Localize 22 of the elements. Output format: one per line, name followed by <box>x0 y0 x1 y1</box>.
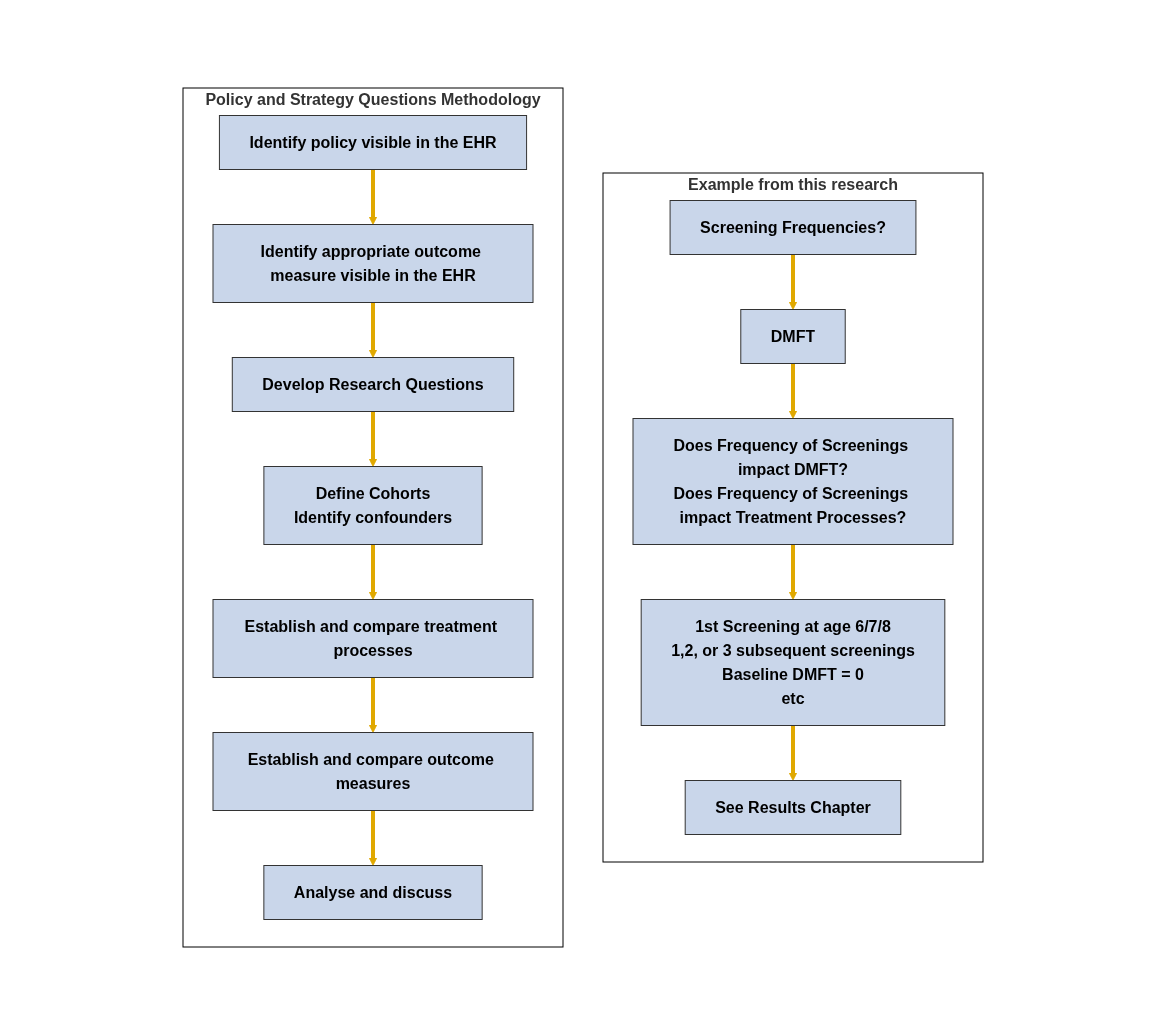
arrow <box>788 544 797 600</box>
node-box: Identify appropriate outcome measure visible in the EHR <box>212 223 533 303</box>
node-box: Screening Frequencies? <box>669 199 916 255</box>
node-box: Develop Research Questions <box>231 356 514 412</box>
arrow <box>368 544 377 600</box>
node-box: DMFT <box>739 308 846 364</box>
arrow <box>368 411 377 467</box>
node-box: See Results Chapter <box>684 779 901 835</box>
arrow <box>368 677 377 733</box>
node-box: Define Cohorts Identify confounders <box>262 465 483 545</box>
arrow <box>788 254 797 310</box>
arrow <box>788 725 797 781</box>
node-box: Establish and compare treatment processes <box>212 598 533 678</box>
node-box: Establish and compare outcome measures <box>212 731 533 811</box>
node-box: Identify policy visible in the EHR <box>218 114 527 170</box>
arrow <box>368 302 377 358</box>
arrow <box>788 363 797 419</box>
arrow <box>368 169 377 225</box>
arrow <box>368 810 377 866</box>
node-box: 1st Screening at age 6/7/8 1,2, or 3 subsequent screenings Baseline DMFT = 0 etc <box>640 598 945 726</box>
node-box: Analyse and discuss <box>262 864 483 920</box>
node-box: Does Frequency of Screenings impact DMFT? Does Frequency of Screenings impact Treatment Processes? <box>632 417 953 545</box>
